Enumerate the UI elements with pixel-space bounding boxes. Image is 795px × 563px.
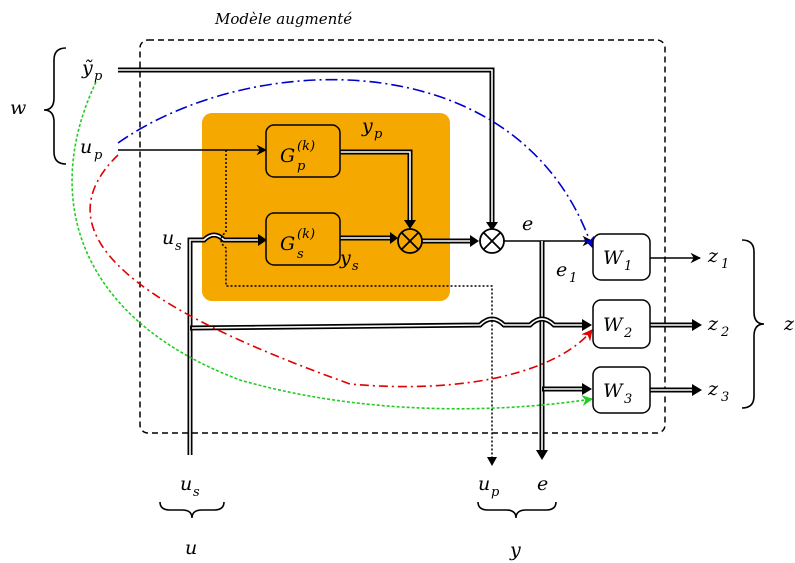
svg-text:z: z (707, 378, 719, 400)
arrowhead-up-output (487, 457, 497, 466)
svg-text:1: 1 (624, 259, 632, 274)
block-w3: W 3 (592, 366, 651, 414)
wire-gp-to-sum1 (340, 149, 416, 229)
block-w2: W 2 (592, 299, 651, 349)
wire-up-to-output-dotted (220, 150, 493, 460)
svg-text:1: 1 (721, 257, 729, 272)
label-z-group: z (783, 313, 795, 335)
wire-sum1-to-sum2 (422, 235, 479, 247)
svg-text:y: y (339, 247, 351, 269)
wire-e-to-output (536, 241, 548, 460)
label-up-input: u p (80, 136, 103, 163)
brace-y (477, 501, 557, 519)
curve-red-up-to-w2 (89, 154, 593, 388)
svg-text:z: z (707, 313, 719, 335)
wire-us-to-w2 (189, 316, 592, 331)
svg-text:z: z (707, 245, 719, 267)
label-z3: z 3 (707, 378, 729, 405)
svg-text:p: p (94, 148, 103, 163)
block-w1: W 1 (592, 233, 651, 281)
svg-text:s: s (297, 247, 304, 262)
svg-text:W: W (603, 247, 624, 269)
label-z2: z 2 (707, 313, 729, 340)
svg-text:e: e (556, 259, 567, 281)
wire-w2-to-z2 (650, 319, 702, 331)
svg-text:G: G (280, 233, 295, 255)
plant-region (202, 113, 450, 301)
block-gp: G (k) p (265, 124, 341, 178)
brace-z (741, 239, 765, 409)
label-yp: y p (361, 115, 383, 142)
brace-u (159, 501, 225, 519)
wire-yptilde-to-sum2 (118, 67, 498, 231)
label-us-output: u s (180, 473, 200, 500)
label-us-input: u s (162, 227, 182, 254)
svg-text:3: 3 (624, 392, 632, 407)
label-e: e (522, 213, 533, 235)
svg-text:u: u (80, 136, 92, 158)
label-e1: e 1 (556, 259, 577, 286)
label-w-group: w (10, 97, 26, 119)
svg-text:(k): (k) (297, 227, 315, 242)
svg-text:p: p (297, 159, 306, 174)
label-e-output: e (537, 473, 548, 495)
svg-text:u: u (162, 227, 174, 249)
svg-text:s: s (352, 259, 359, 274)
block-gs: G (k) s (265, 212, 341, 266)
svg-text:p: p (94, 69, 103, 84)
svg-text:W: W (603, 314, 624, 336)
svg-text:1: 1 (569, 271, 577, 286)
brace-w (43, 47, 67, 165)
sum-junction-1 (397, 228, 423, 254)
wire-us-to-gs (187, 232, 267, 455)
label-yp-tilde: ỹ p (81, 57, 103, 84)
svg-text:W: W (603, 380, 624, 402)
sum-junction-2 (479, 228, 505, 254)
curve-green-yp-to-w3 (71, 81, 594, 410)
svg-text:s: s (193, 485, 200, 500)
svg-text:s: s (175, 239, 182, 254)
svg-text:2: 2 (623, 326, 632, 341)
svg-text:y: y (361, 115, 373, 137)
svg-text:p: p (374, 127, 383, 142)
label-ys: y s (339, 247, 359, 274)
frame-title: Modèle augmenté (214, 10, 352, 28)
label-z1: z 1 (707, 245, 729, 272)
wire-e-to-w3 (542, 383, 592, 395)
svg-text:(k): (k) (297, 139, 315, 154)
svg-text:2: 2 (720, 325, 729, 340)
label-u-group: u (185, 537, 197, 559)
svg-text:u: u (478, 473, 490, 495)
augmented-model-frame (139, 39, 666, 434)
svg-text:p: p (491, 485, 500, 500)
svg-text:3: 3 (721, 390, 729, 405)
svg-text:u: u (180, 473, 192, 495)
label-y-group: y (509, 539, 521, 561)
wire-gs-to-sum1 (340, 232, 398, 244)
svg-text:G: G (280, 145, 295, 167)
curve-blue-up-to-w1 (117, 78, 594, 249)
label-up-output: u p (478, 473, 500, 500)
wire-w3-to-z3 (650, 384, 702, 396)
svg-text:ỹ: ỹ (81, 57, 93, 79)
